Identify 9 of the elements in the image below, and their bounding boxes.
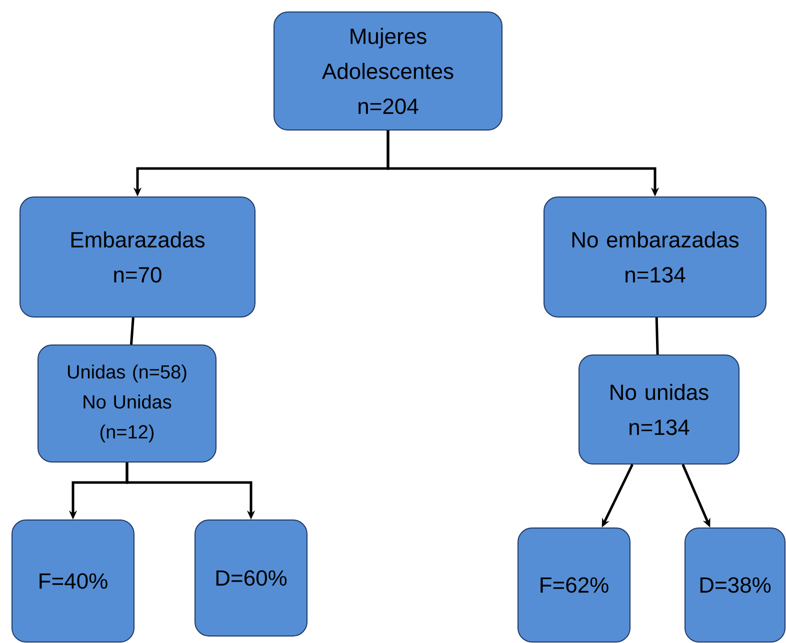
process-box: Unidas (n=58) No Unidas (n=12) xyxy=(38,344,216,462)
process-box: D=60% xyxy=(194,520,308,636)
process-box: No embarazadas n=134 xyxy=(544,196,766,318)
process-box: No unidas n=134 xyxy=(578,354,740,464)
process-box: Mujeres Adolescentes n=204 xyxy=(274,12,502,130)
process-box: F=62% xyxy=(518,528,630,642)
process-box: Embarazadas n=70 xyxy=(20,196,256,318)
process-box: D=38% xyxy=(684,528,786,642)
process-box: F=40% xyxy=(12,520,134,642)
